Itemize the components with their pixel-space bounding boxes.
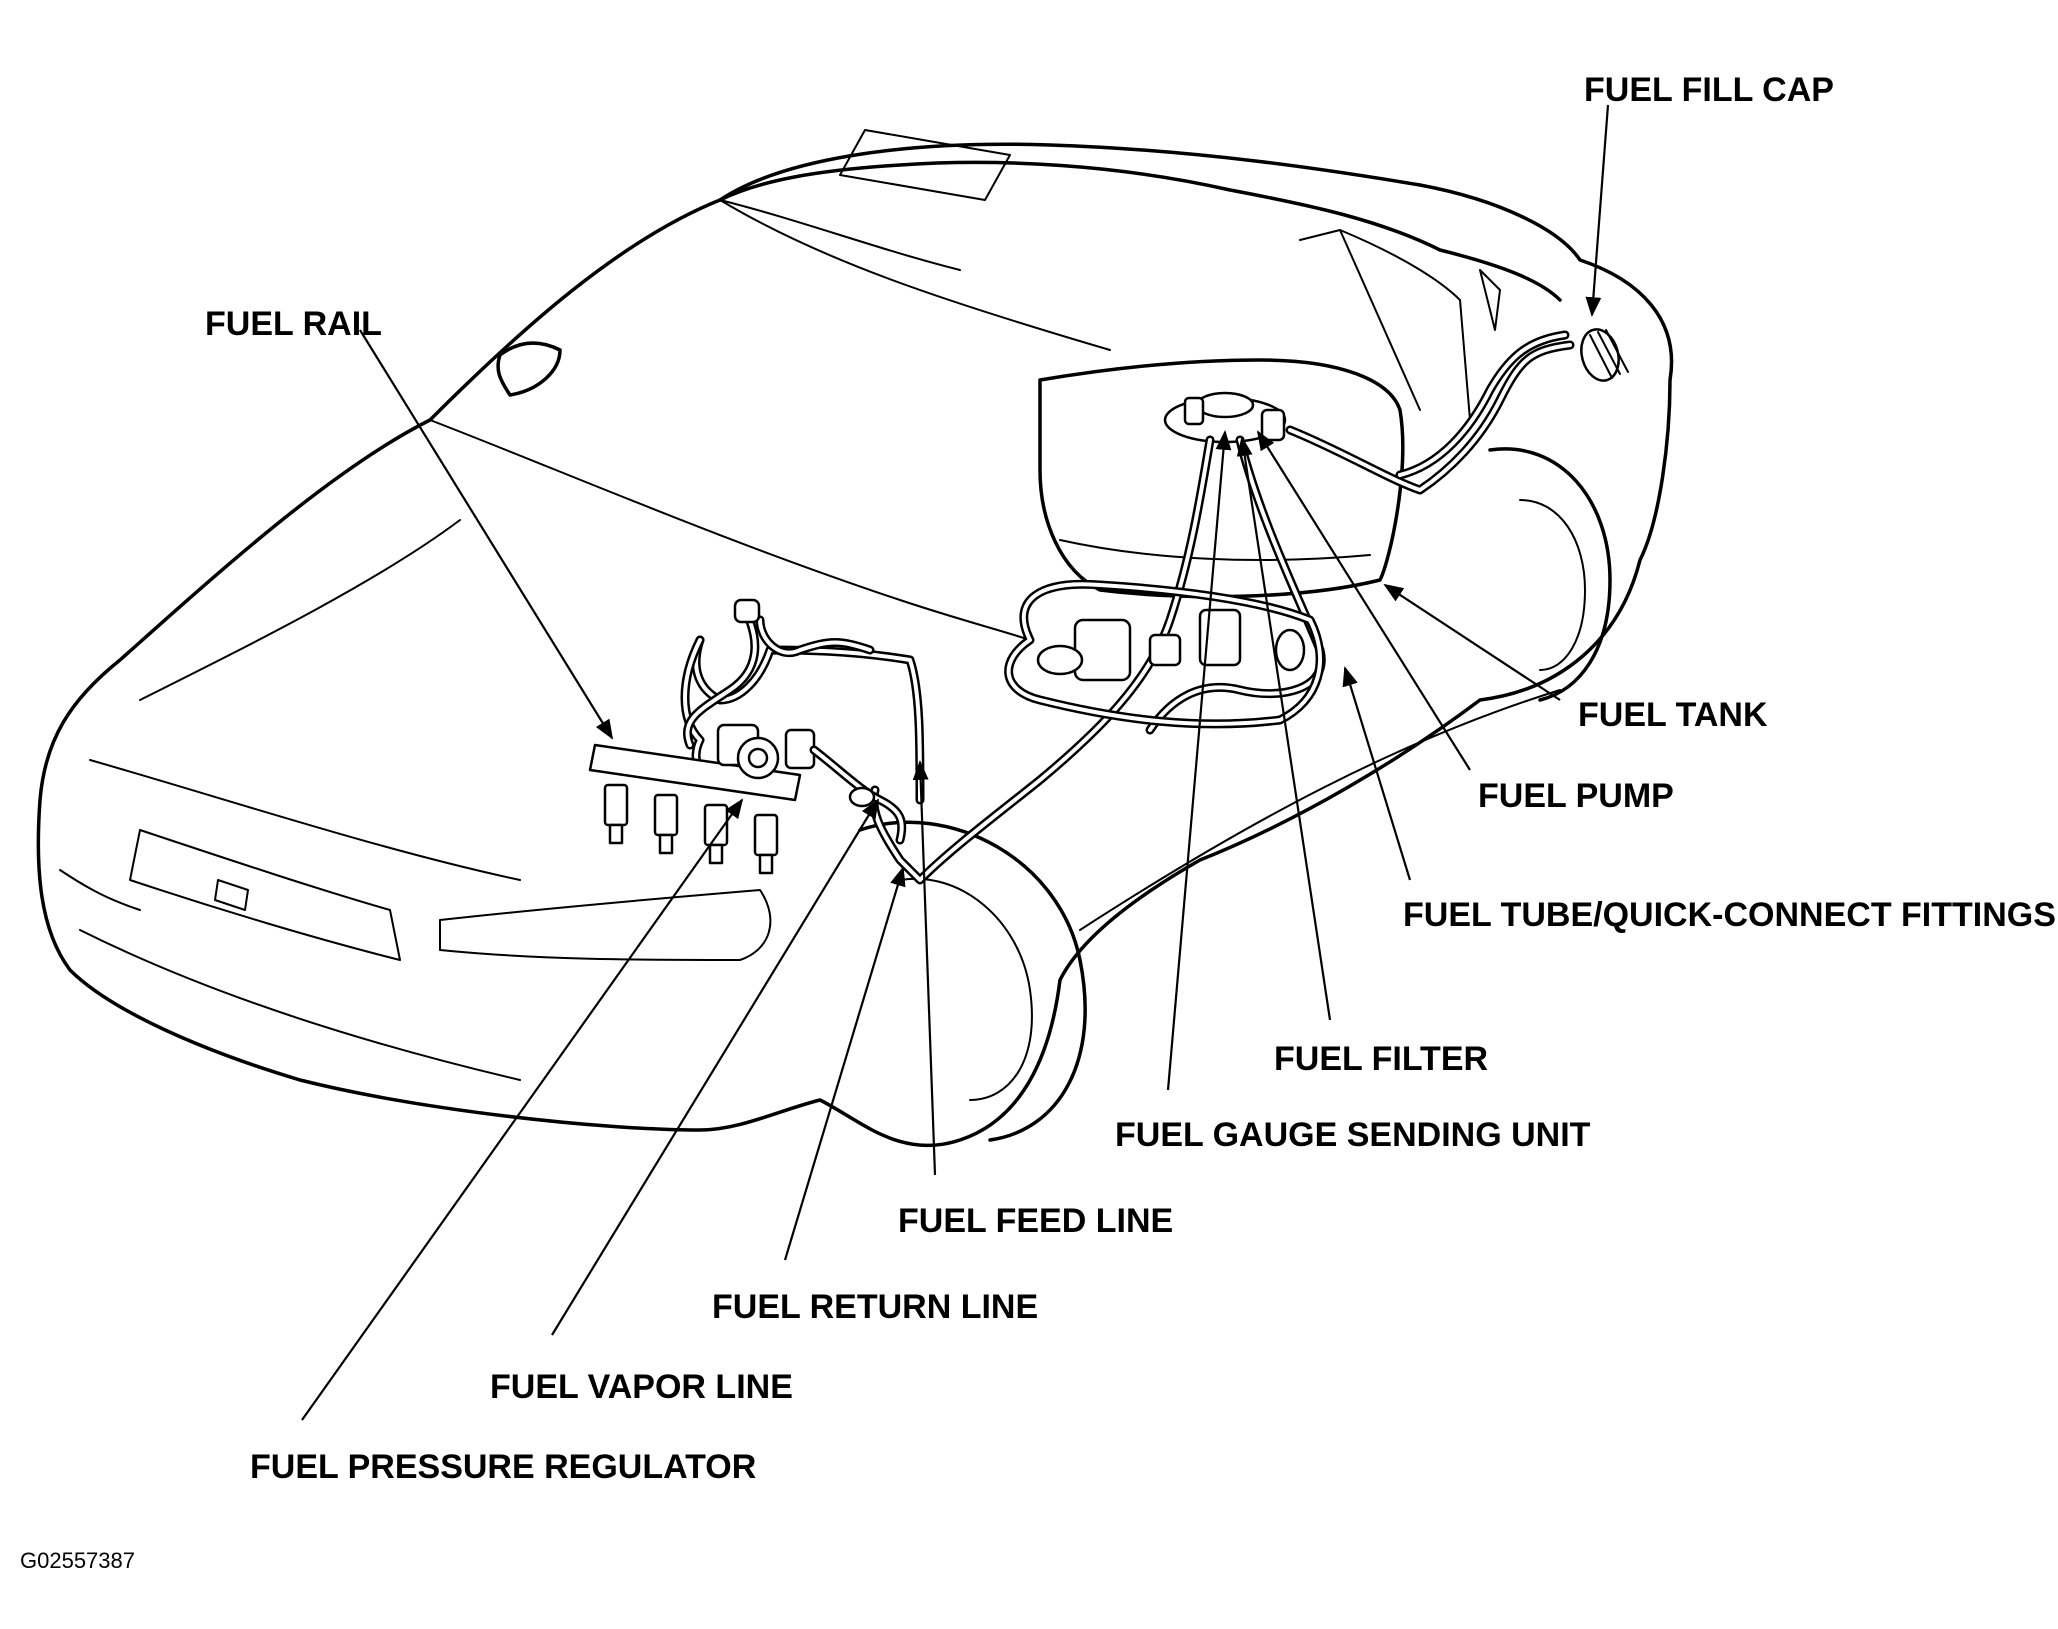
fuel-pump-assembly xyxy=(1163,391,1287,444)
label-fuel-tube-fittings: FUEL TUBE/QUICK-CONNECT FITTINGS xyxy=(1403,896,2056,934)
leader-fuel-pressure-regulator xyxy=(301,798,744,1421)
car-body-outline xyxy=(36,129,1674,1148)
fuel-lines xyxy=(680,435,1326,885)
label-fuel-vapor-line: FUEL VAPOR LINE xyxy=(490,1368,793,1406)
leader-fuel-feed-line xyxy=(912,760,937,1176)
label-fuel-rail: FUEL RAIL xyxy=(205,305,382,343)
leader-fuel-rail xyxy=(359,329,614,740)
label-fuel-pump: FUEL PUMP xyxy=(1478,777,1674,815)
leader-fuel-tank xyxy=(1383,583,1561,701)
leader-lines xyxy=(301,104,1610,1421)
label-fuel-fill-cap: FUEL FILL CAP xyxy=(1584,71,1834,109)
label-fuel-feed-line: FUEL FEED LINE xyxy=(898,1202,1173,1240)
label-fuel-return-line: FUEL RETURN LINE xyxy=(712,1288,1038,1326)
leader-fuel-gauge-sending-unit xyxy=(1166,430,1232,1091)
fuel-filter-assembly xyxy=(1036,608,1306,682)
filler-neck xyxy=(1285,328,1629,495)
leader-fuel-fill-cap xyxy=(1585,104,1610,317)
fuel-rail-assembly xyxy=(588,598,907,875)
label-fuel-gauge-sending-unit: FUEL GAUGE SENDING UNIT xyxy=(1115,1116,1591,1154)
leader-fuel-tube-fittings xyxy=(1342,666,1412,881)
leader-fuel-filter xyxy=(1236,436,1332,1021)
label-fuel-pressure-regulator: FUEL PRESSURE REGULATOR xyxy=(250,1448,756,1486)
leader-fuel-vapor-line xyxy=(551,798,880,1336)
leader-fuel-pump xyxy=(1256,430,1471,771)
callout-labels: FUEL FILL CAP FUEL RAIL FUEL TANK FUEL P… xyxy=(20,71,2056,1573)
label-fuel-filter: FUEL FILTER xyxy=(1274,1040,1488,1078)
figure-id: G02557387 xyxy=(20,1548,135,1573)
leader-fuel-return-line xyxy=(783,866,906,1261)
label-fuel-tank: FUEL TANK xyxy=(1578,696,1768,734)
fuel-injectors xyxy=(603,783,779,875)
